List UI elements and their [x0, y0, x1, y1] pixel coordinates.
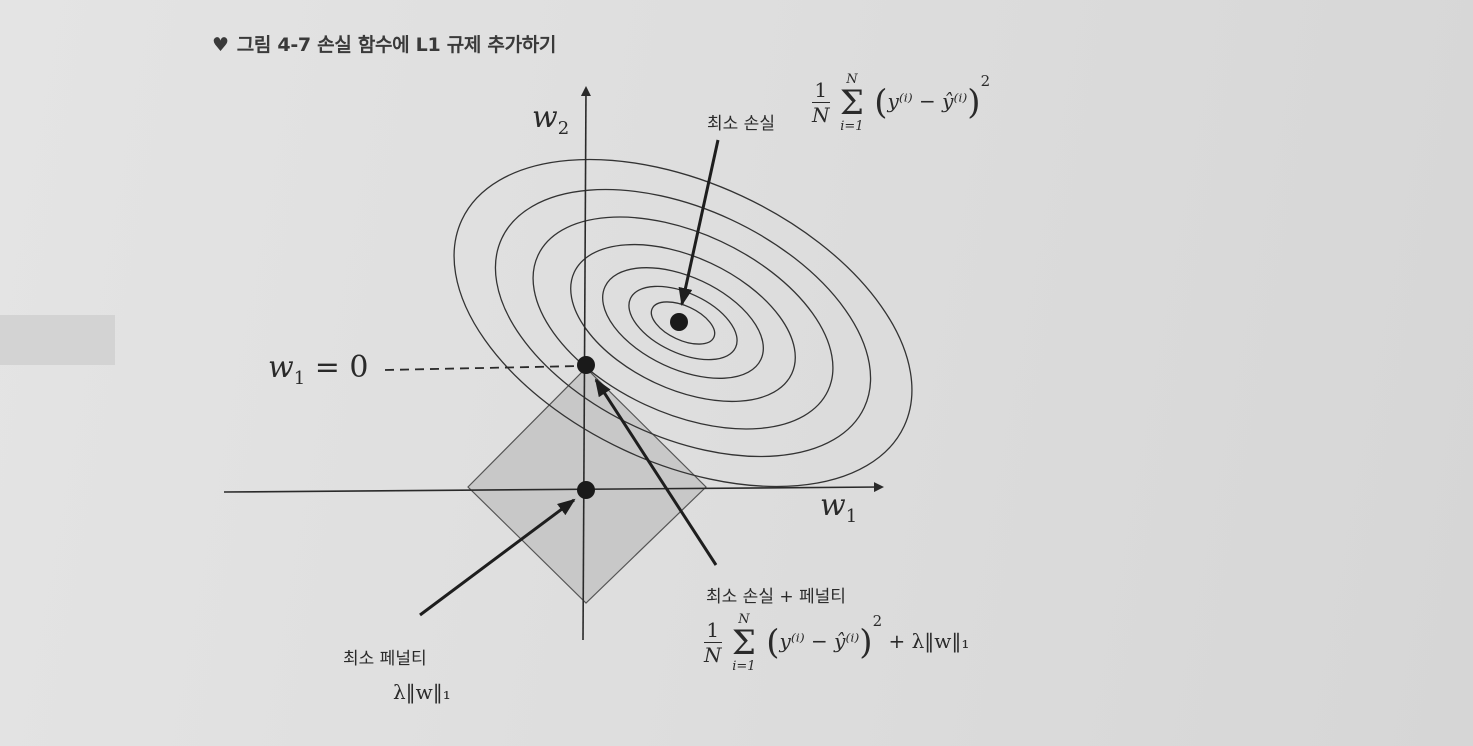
y-axis-label: w2 [532, 100, 570, 139]
contour-ring [453, 158, 913, 488]
w1-zero-label: w1 = 0 [268, 350, 369, 389]
contour-ring [494, 188, 872, 458]
loss-contours [453, 158, 913, 488]
min-loss-point [670, 313, 688, 331]
min-penalty-point [577, 481, 595, 499]
x-axis-label: w1 [820, 488, 858, 527]
figure-caption: ♥ 그림 4-7 손실 함수에 L1 규제 추가하기 [212, 30, 556, 57]
x-axis [223, 482, 884, 493]
caption-text: 그림 4-7 손실 함수에 L1 규제 추가하기 [236, 34, 557, 56]
residual-term: y⁽ⁱ⁾ − ŷ⁽ⁱ⁾ [887, 89, 968, 113]
contour-ring [570, 243, 796, 403]
heart-bullet-icon: ♥ [212, 34, 229, 56]
arrow-to-min-loss [678, 139, 720, 306]
contour-ring [602, 267, 764, 379]
w1-zero-guide [384, 365, 581, 371]
min-loss-penalty-point [577, 356, 595, 374]
contour-ring [628, 285, 738, 361]
residual-term: y⁽ⁱ⁾ − ŷ⁽ⁱ⁾ [779, 629, 860, 653]
arrow-to-min-penalty [419, 498, 576, 617]
min-penalty-formula: λ‖w‖₁ [393, 680, 451, 704]
min-penalty-label: 최소 페널티 [343, 649, 427, 669]
min-loss-label: 최소 손실 [707, 114, 775, 134]
penalty-term: + λ‖w‖₁ [888, 629, 970, 653]
min-loss-penalty-label: 최소 손실 + 페널티 [706, 587, 846, 607]
contour-ring [650, 301, 716, 345]
page-gutter-shadow [0, 315, 115, 365]
contour-ring [532, 216, 834, 430]
arrow-to-min-loss-penalty [594, 378, 718, 566]
